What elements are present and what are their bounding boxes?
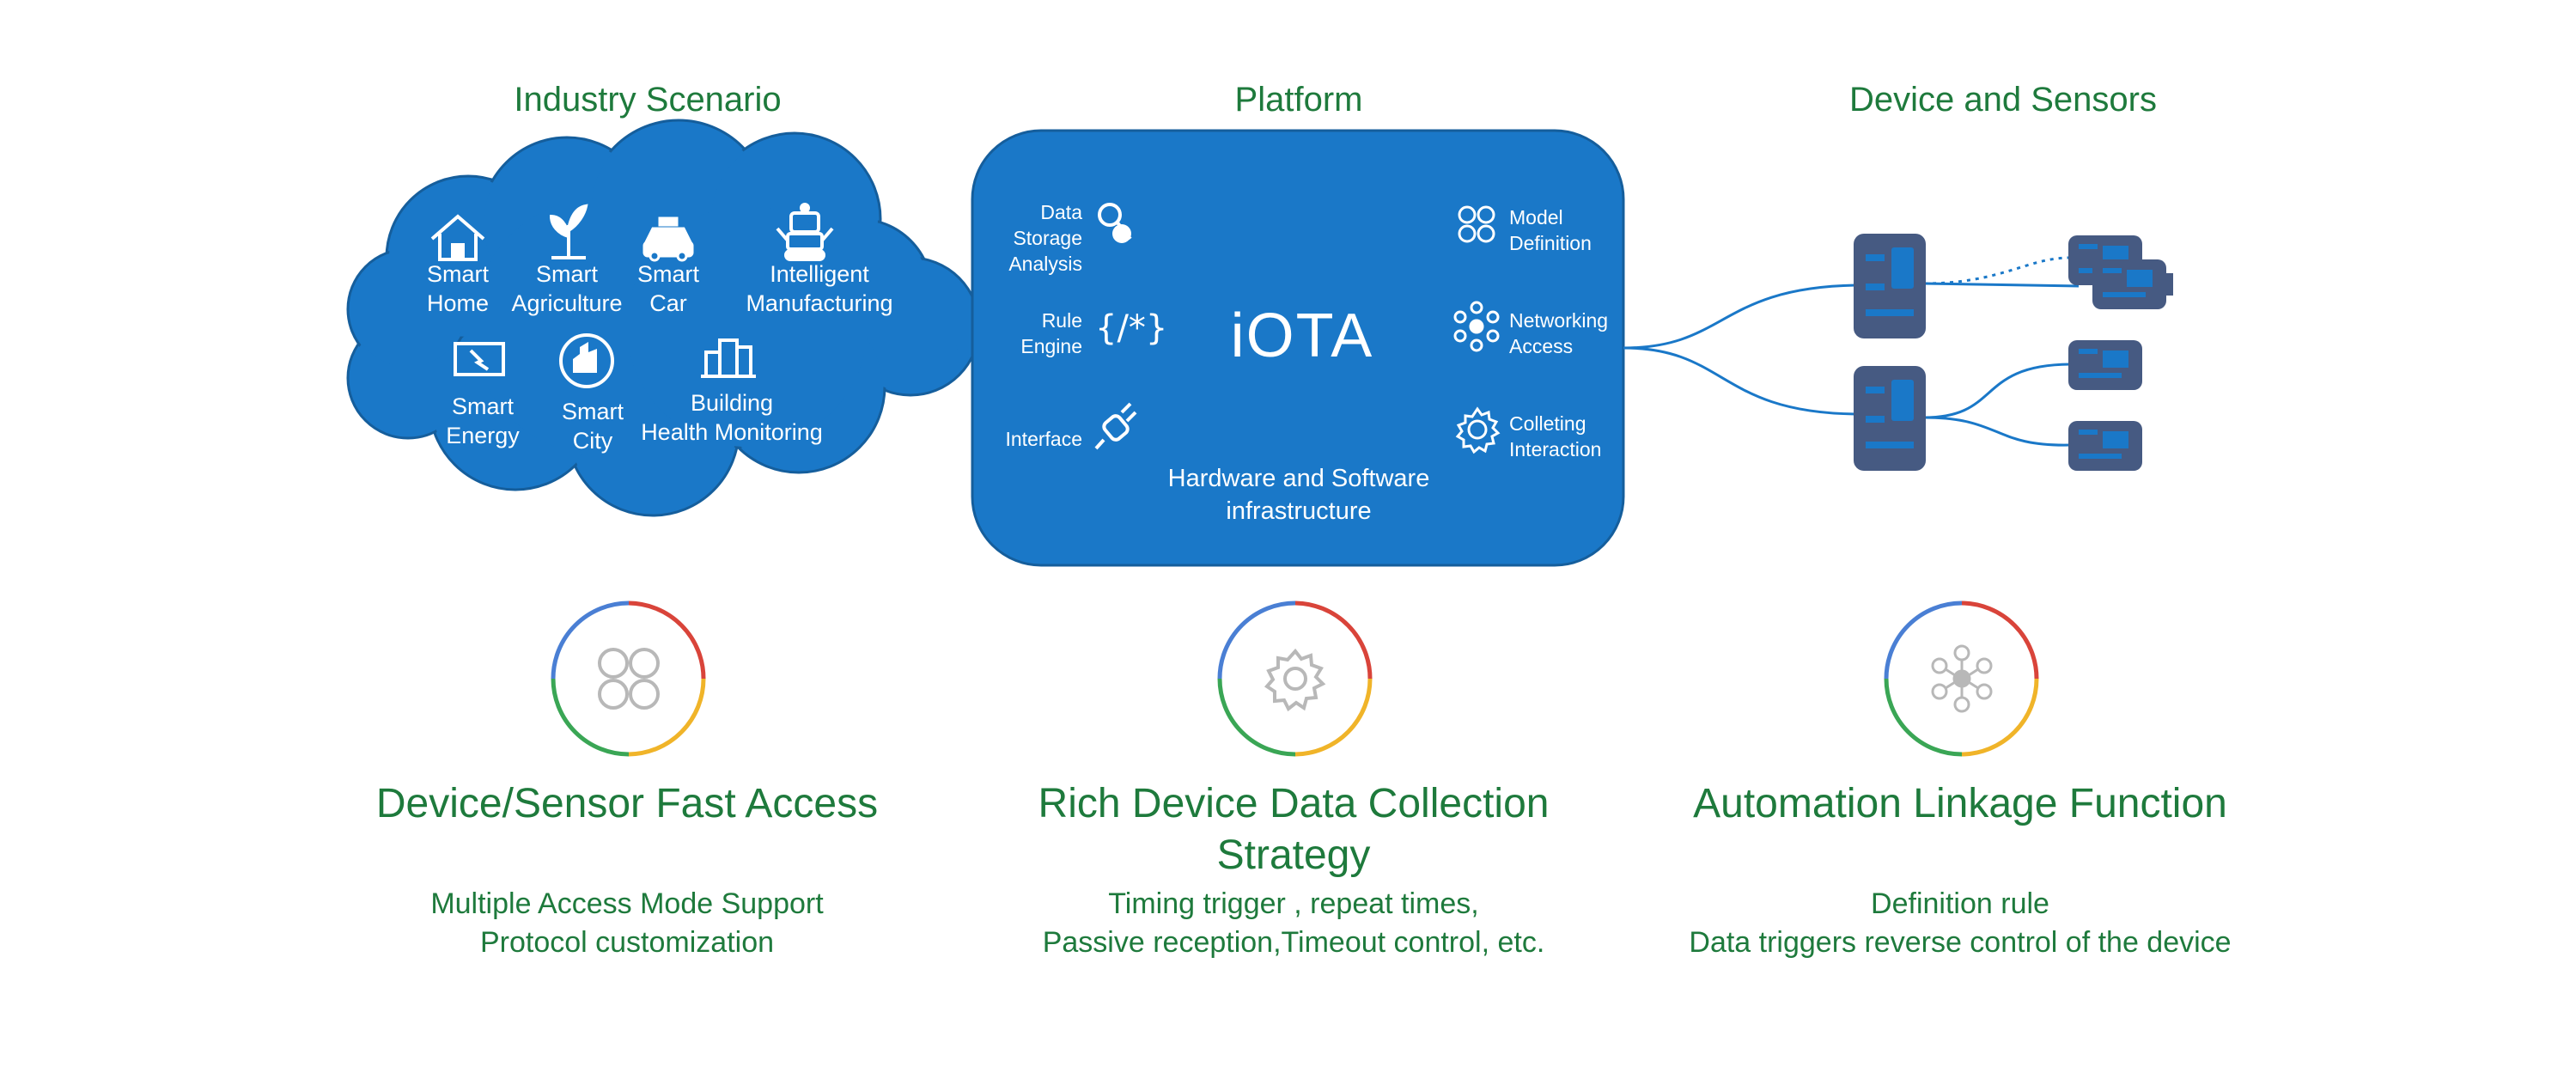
feature-2-title: Rich Device Data Collection Strategy: [1038, 781, 1550, 878]
key-user-icon: [1098, 203, 1132, 243]
scenario-building-health-monitoring: Building Health Monitoring: [641, 390, 823, 445]
network-icon: [1453, 301, 1500, 352]
gear-icon: [1455, 406, 1501, 454]
clover-icon: [1458, 205, 1495, 243]
feature-gear-icon: [1264, 648, 1326, 712]
plug-icon: [1094, 402, 1137, 450]
scenario-smart-home: Smart Home: [426, 261, 490, 316]
feature-network-icon: [1931, 644, 1993, 713]
car-icon: [642, 216, 694, 262]
platform-subtitle: Hardware and Software infrastructure: [1167, 465, 1430, 525]
sensor-device-2: [2092, 259, 2173, 309]
feature-3-title: Automation Linkage Function: [1693, 781, 2227, 826]
feature-ring-3: [1884, 601, 2039, 757]
sensor-device-4: [2068, 421, 2142, 471]
home-icon: [430, 214, 485, 261]
platform-networking-access-label: Networking Access: [1509, 309, 1609, 357]
feature-2-desc: Timing trigger , repeat times, Passive r…: [1042, 887, 1545, 959]
scenario-intelligent-manufacturing: Intelligent Manufacturing: [746, 261, 893, 316]
code-braces-icon: {/*}: [1095, 308, 1167, 348]
gateway-device-1: [1854, 234, 1926, 338]
device-connectors: [1623, 256, 2080, 447]
feature-1-title: Device/Sensor Fast Access: [375, 781, 879, 826]
city-icon: [559, 333, 614, 388]
feature-3-desc: Definition rule Data triggers reverse co…: [1689, 887, 2232, 959]
scenario-smart-energy: Smart Energy: [446, 393, 520, 448]
scenario-smart-car: Smart Car: [636, 261, 700, 316]
gateway-device-2: [1854, 366, 1926, 471]
feature-ring-1: [551, 601, 706, 757]
platform-data-storage-label: Data Storage Analysis: [1008, 201, 1082, 275]
scenario-smart-city: Smart City: [561, 399, 624, 454]
device-sensors-title: Device and Sensors: [1849, 81, 2157, 119]
svg-text:{/*}: {/*}: [1095, 308, 1167, 348]
sensor-device-3: [2068, 340, 2142, 390]
robot-icon: [776, 203, 834, 261]
platform-interface-label: Interface: [1005, 428, 1083, 450]
industry-scenario-title: Industry Scenario: [514, 81, 782, 119]
energy-icon: [454, 342, 505, 376]
feature-1-desc: Multiple Access Mode Support Protocol cu…: [430, 887, 824, 959]
platform-name: iOTA: [1230, 302, 1374, 370]
platform-colleting-interaction-label: Colleting Interaction: [1509, 412, 1602, 460]
platform-model-definition-label: Model Definition: [1509, 206, 1592, 254]
platform-title: Platform: [1234, 81, 1363, 119]
cloud-platform-connector: [923, 316, 973, 352]
platform-rule-engine-label: Rule Engine: [1020, 309, 1082, 357]
feature-ring-2: [1217, 601, 1373, 757]
scenario-smart-agriculture: Smart Agriculture: [511, 261, 623, 316]
building-icon: [701, 338, 756, 378]
feature-clover-icon: [598, 648, 660, 710]
plant-icon: [549, 204, 588, 259]
